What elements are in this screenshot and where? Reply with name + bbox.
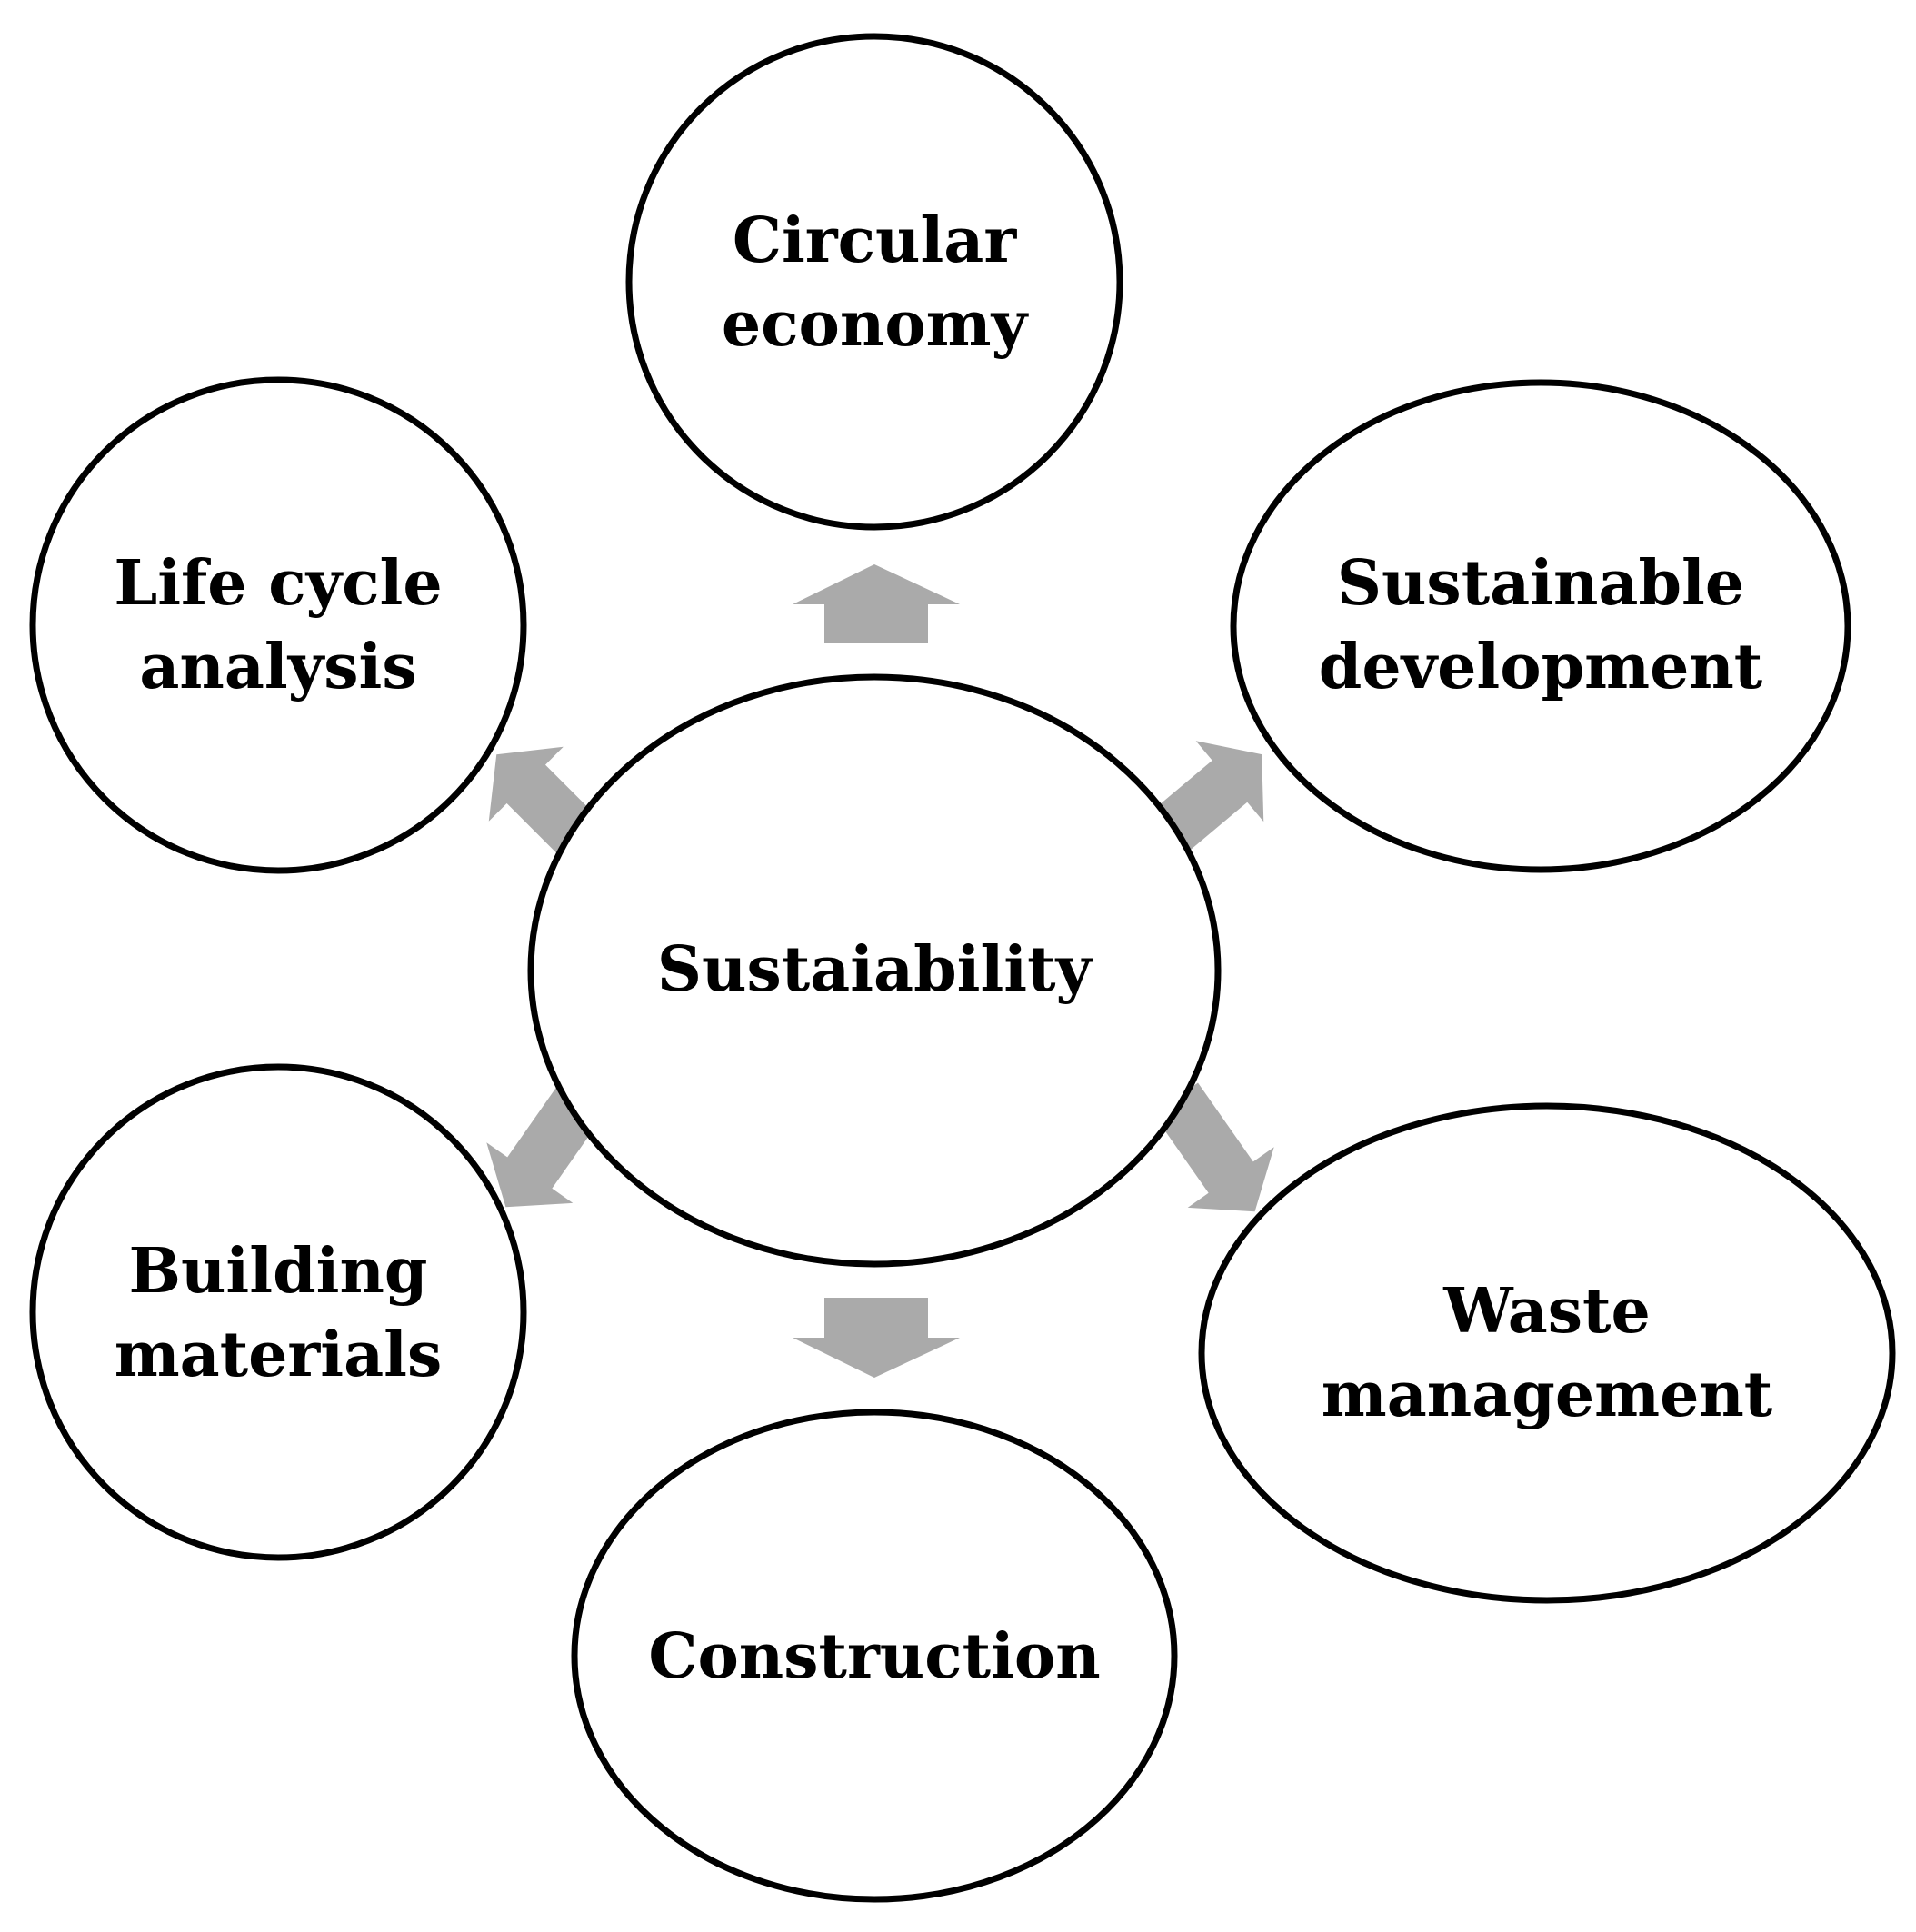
node-building-materials: Building materials: [29, 1063, 527, 1561]
arrow-to-circular-economy-icon: [793, 564, 960, 643]
node-waste-management: Waste management: [1198, 1102, 1896, 1604]
node-sustainable-development-line1: Sustainable: [1337, 547, 1744, 620]
arrow-to-waste-management-icon: [1153, 1082, 1274, 1212]
node-life-cycle-analysis-line2: analysis: [139, 631, 416, 703]
node-circular-economy: Circular economy: [625, 33, 1123, 531]
arrow-to-construction-icon: [793, 1298, 960, 1378]
node-waste-management-line2: management: [1322, 1359, 1773, 1431]
node-life-cycle-analysis: Life cycle analysis: [29, 376, 527, 874]
node-sustainability-label: Sustaiability: [657, 933, 1094, 1006]
node-sustainability: Sustaiability: [527, 673, 1222, 1268]
node-construction-label: Construction: [648, 1620, 1100, 1693]
node-waste-management-line1: Waste: [1442, 1275, 1650, 1348]
node-sustainable-development: Sustainable development: [1230, 379, 1851, 873]
node-circular-economy-line2: economy: [722, 288, 1030, 361]
node-construction: Construction: [571, 1409, 1178, 1903]
node-sustainable-development-line2: development: [1319, 631, 1763, 703]
node-life-cycle-analysis-line1: Life cycle: [114, 547, 442, 620]
node-building-materials-line1: Building: [129, 1235, 428, 1308]
node-circular-economy-line1: Circular: [733, 204, 1018, 277]
node-building-materials-line2: materials: [115, 1319, 443, 1391]
